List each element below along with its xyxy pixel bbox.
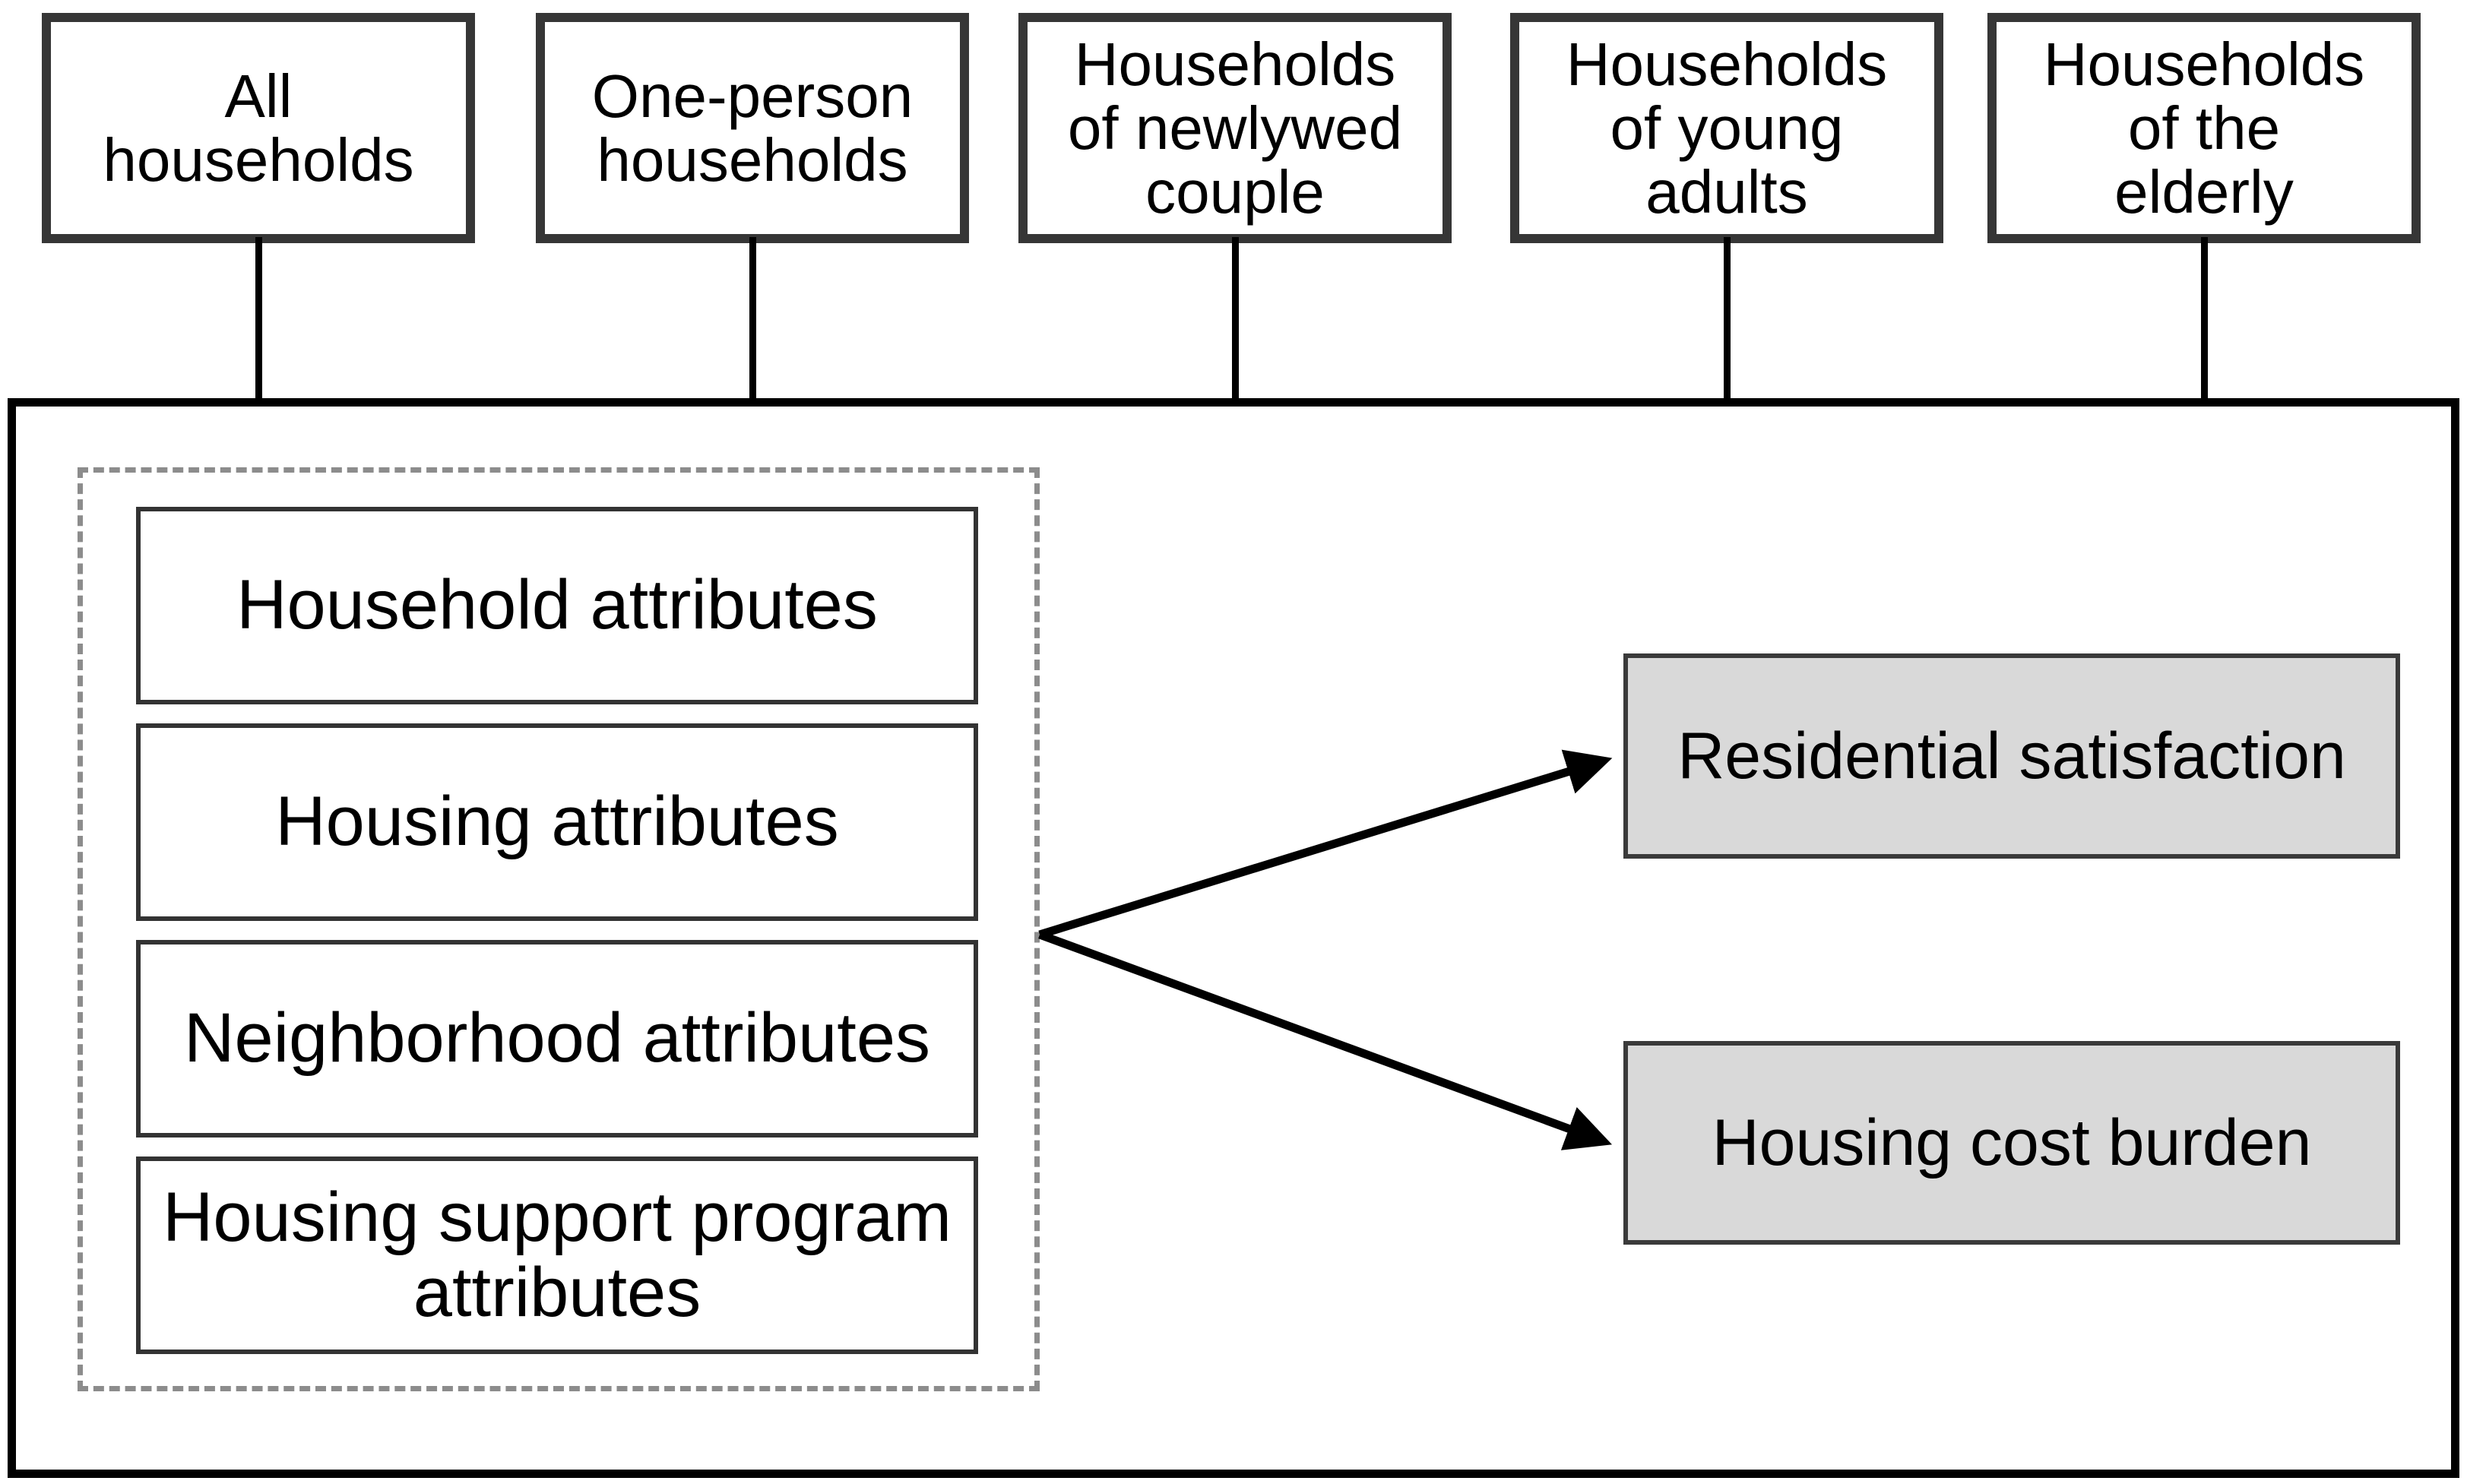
predictor-box-housing-support-program-attributes: Housing support program attributes <box>136 1157 978 1354</box>
connector-line <box>1232 237 1239 406</box>
group-box-all-households: All households <box>42 13 475 243</box>
outcome-box-label: Residential satisfaction <box>1677 719 2346 793</box>
predictor-box-housing-attributes: Housing attributes <box>136 723 978 921</box>
group-box-label: All households <box>103 62 414 194</box>
connector-line <box>1724 237 1731 406</box>
group-box-elderly-households: Households of the elderly <box>1987 13 2421 243</box>
predictor-box-neighborhood-attributes: Neighborhood attributes <box>136 940 978 1138</box>
predictor-box-household-attributes: Household attributes <box>136 507 978 704</box>
outcome-box-label: Housing cost burden <box>1712 1106 2312 1179</box>
group-box-young-adult-households: Households of young adults <box>1510 13 1943 243</box>
predictor-box-label: Housing attributes <box>275 783 839 861</box>
predictor-box-label: Housing support program attributes <box>162 1178 952 1331</box>
outcome-box-housing-cost-burden: Housing cost burden <box>1623 1041 2400 1245</box>
connector-line <box>255 237 262 406</box>
outcome-box-residential-satisfaction: Residential satisfaction <box>1623 653 2400 859</box>
predictor-box-label: Household attributes <box>236 566 878 644</box>
group-box-newlywed-couple-households: Households of newlywed couple <box>1018 13 1452 243</box>
connector-line <box>2201 237 2208 406</box>
group-box-label: One-person households <box>591 62 914 194</box>
connector-line <box>749 237 756 406</box>
group-box-label: Households of newlywed couple <box>1067 30 1403 226</box>
group-box-one-person-households: One-person households <box>536 13 969 243</box>
group-box-label: Households of the elderly <box>2043 30 2365 226</box>
group-box-label: Households of young adults <box>1566 30 1888 226</box>
predictors-panel: Household attributes Housing attributes … <box>78 467 1040 1391</box>
predictor-box-label: Neighborhood attributes <box>184 999 930 1077</box>
